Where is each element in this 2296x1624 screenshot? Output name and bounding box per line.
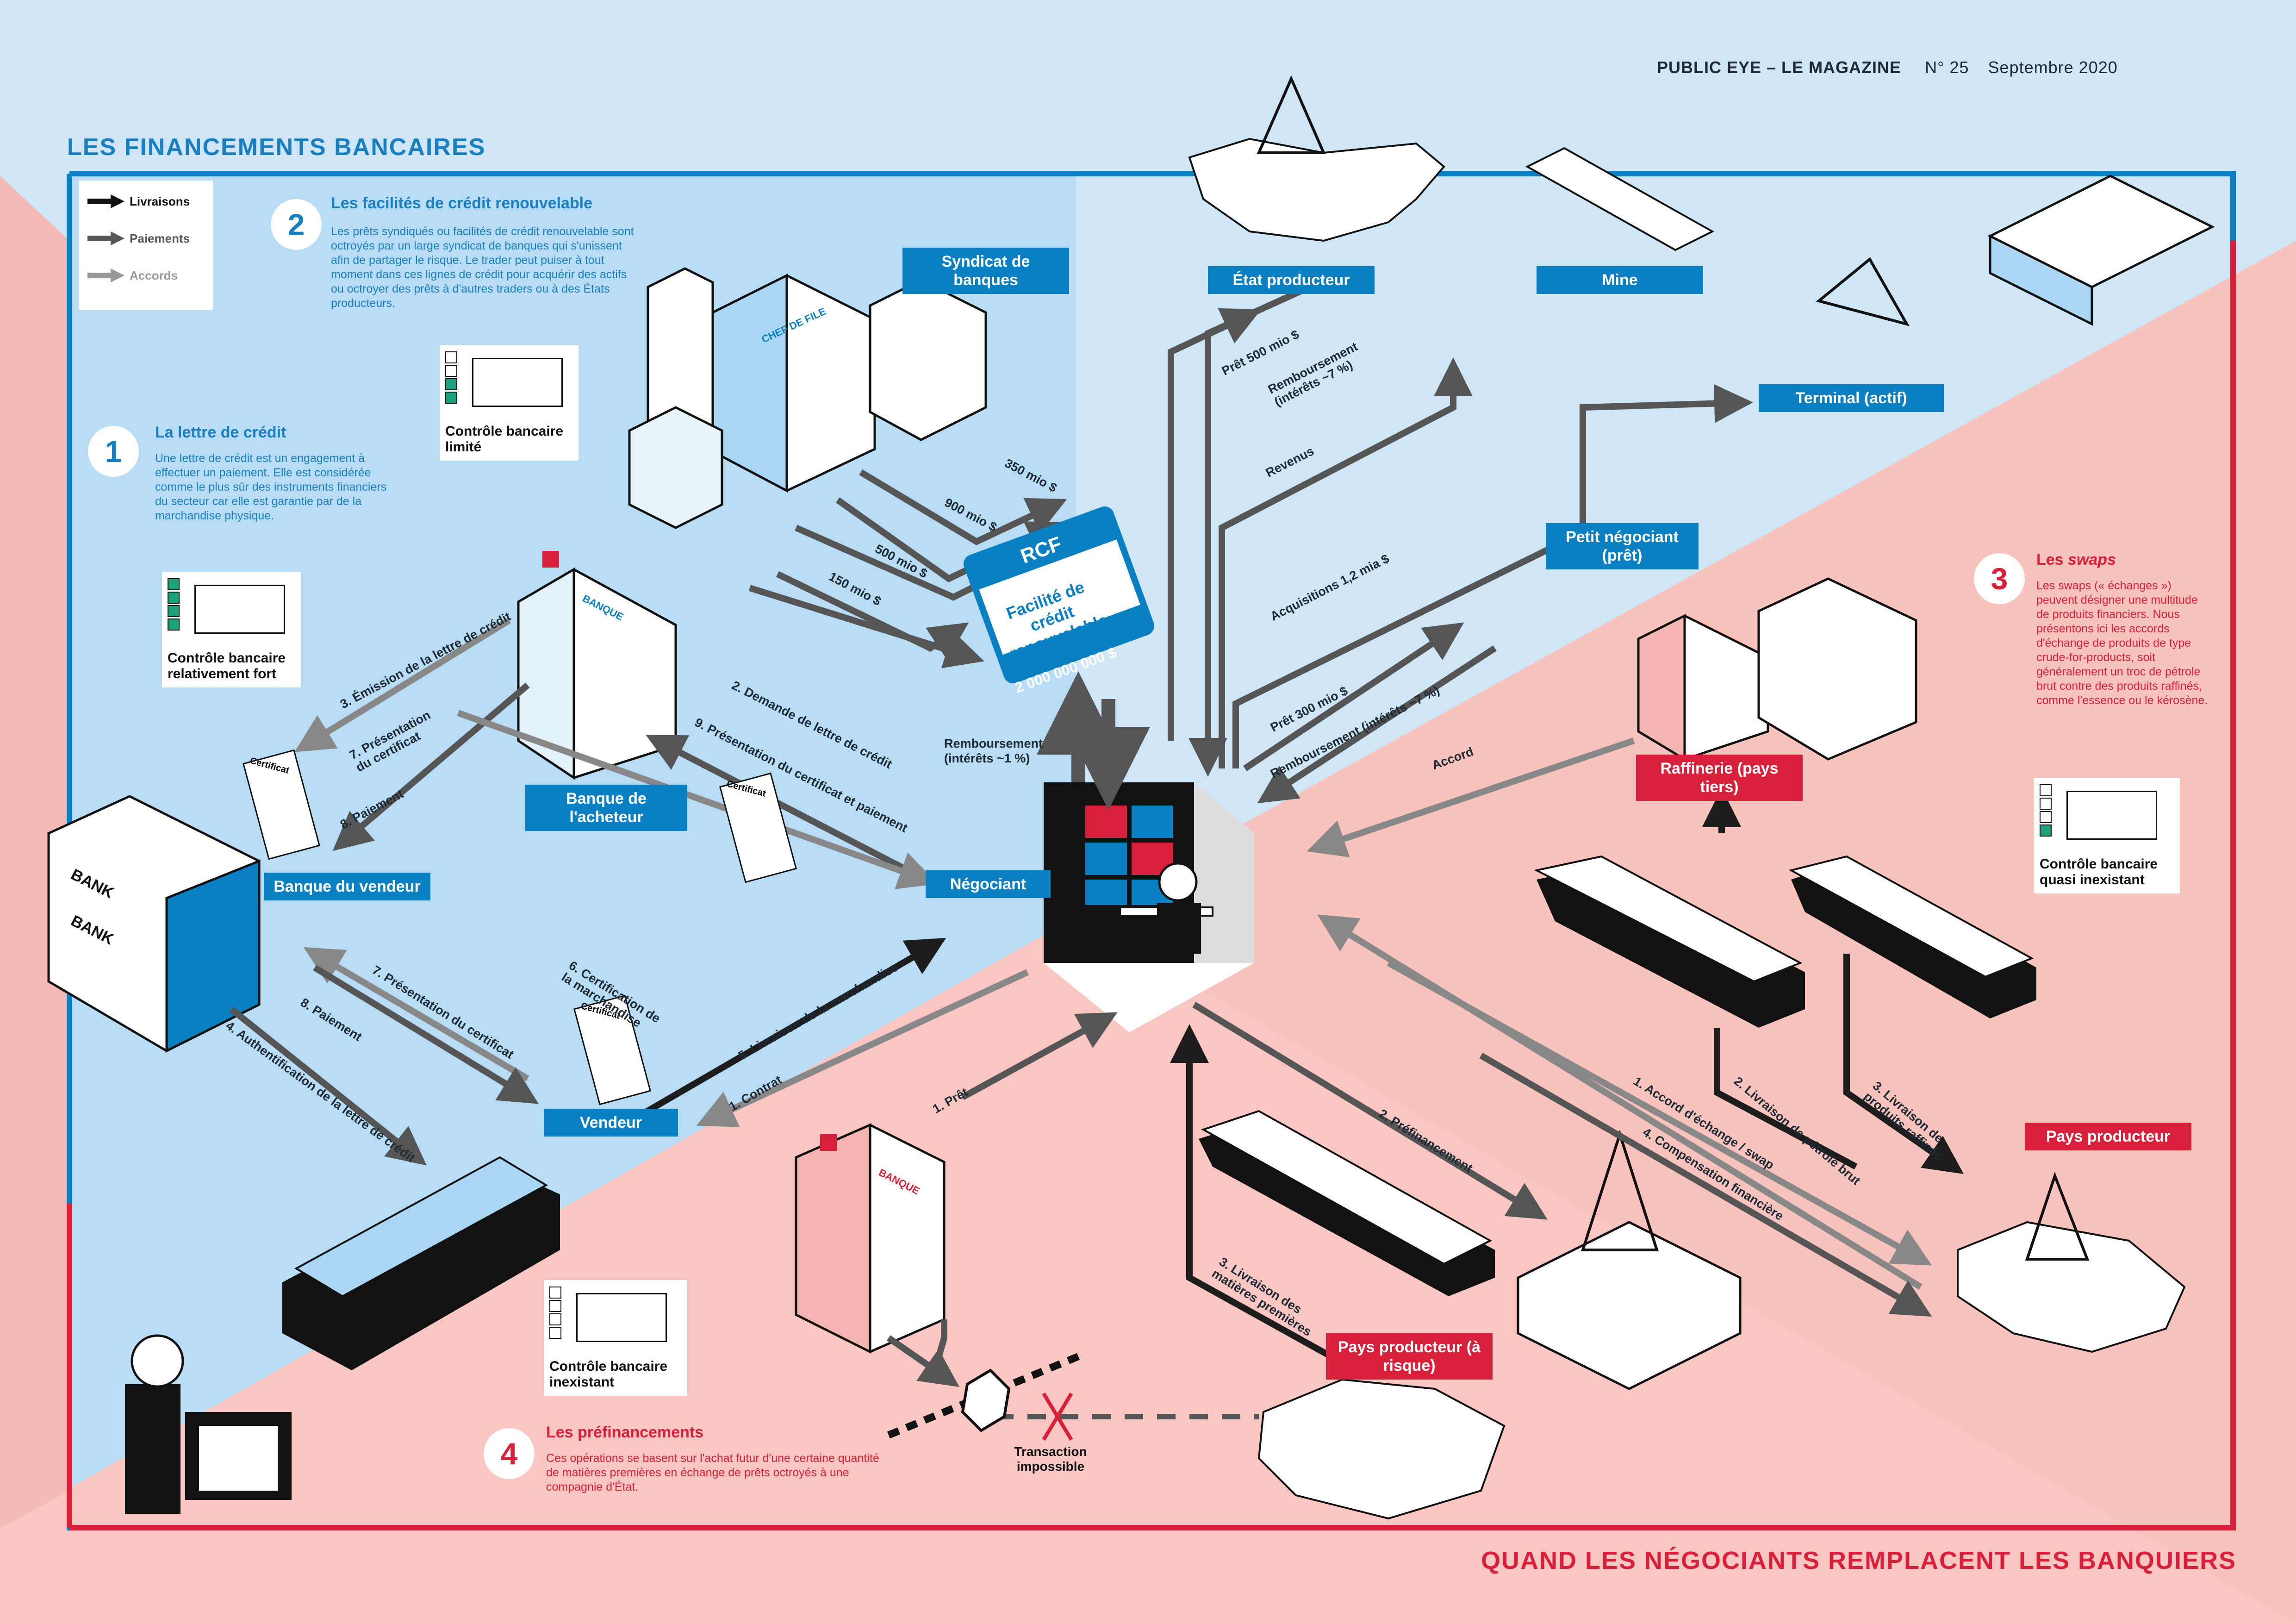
trader-figure <box>125 1334 292 1514</box>
tag-buyer-bank: Banque de l'acheteur <box>525 785 687 831</box>
section-1-text: Une lettre de crédit est un engagement à… <box>155 452 387 522</box>
control-level-icon <box>2040 784 2052 838</box>
seller-tanker <box>282 1156 560 1370</box>
delivery-arrow-icon <box>87 194 124 208</box>
producer-island <box>1957 1221 2186 1353</box>
offshore-platform <box>1517 1221 1742 1390</box>
magnifier-icon <box>2066 791 2157 840</box>
legend-payments: Paiements <box>130 231 190 245</box>
magazine-header: PUBLIC EYE – LE MAGAZINE N° 25 Septembre… <box>1657 58 2118 77</box>
stop-sign <box>961 1368 1011 1432</box>
tag-mine: Mine <box>1537 266 1703 294</box>
prefinance-tanker <box>1199 1110 1495 1296</box>
tag-risk-country: Pays producteur (à risque) <box>1326 1333 1493 1380</box>
control-limited: Contrôle bancaire limité <box>440 345 579 461</box>
risk-country-island <box>1257 1378 1506 1520</box>
tag-refinery: Raffinerie (pays tiers) <box>1636 755 1803 801</box>
legend: Livraisons Paiements Accords <box>79 181 213 310</box>
control-almost-none: Contrôle bancaire quasi inexistant <box>2034 778 2180 893</box>
issue-date: Septembre 2020 <box>1988 58 2118 77</box>
section-4-text: Ces opérations se basent sur l'achat fut… <box>546 1452 879 1493</box>
tag-seller-bank: Banque du vendeur <box>264 873 430 900</box>
rcf-sign <box>963 506 1154 684</box>
magazine-name: PUBLIC EYE – LE MAGAZINE <box>1657 58 1902 77</box>
tag-seller: Vendeur <box>544 1109 678 1137</box>
control-limited-label: Contrôle bancaire limité <box>445 424 564 455</box>
magnifier-icon <box>194 585 285 634</box>
tag-syndicate: Syndicat de banques <box>902 248 1069 294</box>
section-title-left: LES FINANCEMENTS BANCAIRES <box>67 134 486 161</box>
crude-tanker <box>1534 855 1805 1028</box>
agreement-arrow-icon <box>87 269 124 282</box>
section-title-right: QUAND LES NÉGOCIANTS REMPLACENT LES BANQ… <box>1481 1547 2237 1574</box>
section-4-number: 4 <box>484 1428 535 1479</box>
payment-arrow-icon <box>87 231 124 245</box>
section-1-number: 1 <box>88 426 139 477</box>
control-none-label: Contrôle bancaire inexistant <box>549 1359 668 1390</box>
tag-small-trader: Petit négociant (prêt) <box>1546 523 1699 569</box>
control-strong: Contrôle bancaire relativement fort <box>162 572 301 687</box>
control-level-icon <box>445 351 457 405</box>
tag-producer-country: Pays producteur <box>2025 1123 2191 1150</box>
section-4-title: Les préfinancements <box>546 1424 704 1441</box>
buyer-bank-building <box>517 551 677 780</box>
control-none: Contrôle bancaire inexistant <box>544 1280 687 1396</box>
seller-bank-building <box>47 795 261 1053</box>
refinery-buildings <box>1637 577 1917 762</box>
control-level-icon <box>168 578 180 632</box>
tag-state-producer: État producteur <box>1208 266 1375 294</box>
control-almost-none-label: Contrôle bancaire quasi inexistant <box>2040 856 2158 887</box>
products-tanker <box>1788 855 2036 1018</box>
letter-of-credit-zone <box>69 174 1076 1528</box>
section-1-title: La lettre de crédit <box>155 424 286 441</box>
section-2-number: 2 <box>271 199 322 250</box>
section-3-text: Les swaps (« échanges ») peuvent désigne… <box>2036 579 2208 707</box>
issue-number: N° 25 <box>1925 58 1969 77</box>
magnifier-icon <box>576 1293 667 1342</box>
section-3-number: 3 <box>1974 553 2025 604</box>
tag-trader: Négociant <box>926 870 1051 898</box>
swap-zone <box>1076 0 2296 1624</box>
control-strong-label: Contrôle bancaire relativement fort <box>168 650 286 681</box>
section-2-text: Les prêts syndiqués ou facilités de créd… <box>331 225 634 310</box>
syndicate-buildings <box>628 267 987 529</box>
prefinancing-bank-building <box>795 1123 946 1354</box>
prefinancing-zone <box>0 917 2296 1624</box>
mine-terminal <box>1525 147 2215 326</box>
state-island <box>1188 137 1445 242</box>
label-impossible: Transaction impossible <box>1014 1444 1087 1474</box>
section-3-title: Les swaps <box>2036 551 2116 568</box>
legend-agreements: Accords <box>130 269 178 282</box>
section-2-title: Les facilités de crédit renouvelable <box>331 194 593 212</box>
legend-deliveries: Livraisons <box>130 194 190 208</box>
label-rcf-repayment: Remboursement (intérêts ~1 %) <box>944 737 1043 765</box>
magnifier-icon <box>472 358 563 407</box>
tag-terminal: Terminal (actif) <box>1759 384 1944 412</box>
control-level-icon <box>549 1287 561 1340</box>
